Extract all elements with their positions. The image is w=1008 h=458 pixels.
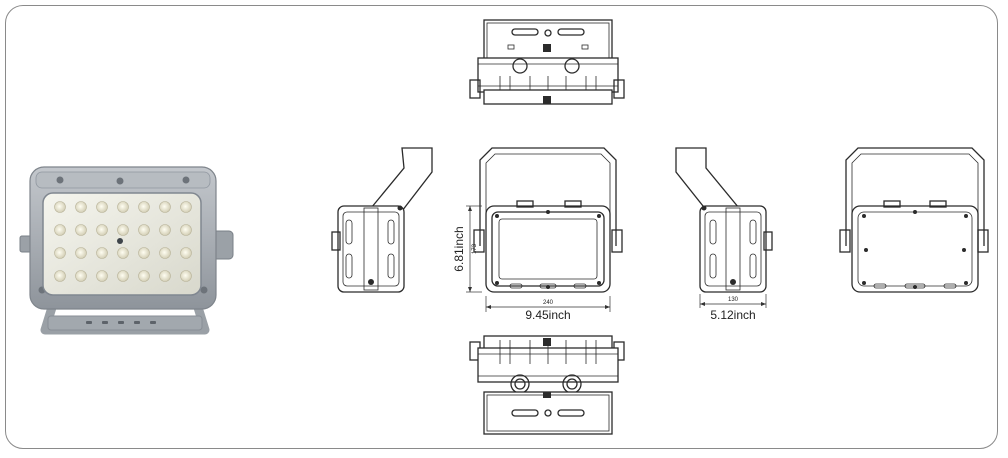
led-chip <box>180 201 192 213</box>
led-chip <box>180 224 192 236</box>
front-view-drawing <box>473 147 623 293</box>
led-chip <box>180 270 192 282</box>
depth-mm-label: 130 <box>728 297 739 303</box>
led-chip <box>54 247 66 259</box>
led-chip <box>138 201 150 213</box>
led-chip <box>75 247 87 259</box>
led-chip <box>138 247 150 259</box>
depth-inch-label: 5.12inch <box>710 308 755 322</box>
led-chip <box>54 224 66 236</box>
dimension-annotations: 240 9.45inch 130 5.12inch 6.81inch 173 <box>452 205 767 322</box>
led-chip <box>117 247 129 259</box>
led-chip <box>117 224 129 236</box>
led-chip <box>117 270 129 282</box>
led-chip <box>180 247 192 259</box>
led-chip <box>54 201 66 213</box>
photo-glass-lens <box>42 192 202 296</box>
back-view-drawing <box>839 147 989 293</box>
led-chip <box>138 224 150 236</box>
right-side-view-drawing <box>675 147 773 293</box>
photo-led-array <box>54 201 192 282</box>
led-chip <box>75 201 87 213</box>
height-mm-label: 173 <box>472 243 478 254</box>
led-chip <box>96 201 108 213</box>
photo-bracket-base <box>47 315 203 331</box>
led-chip <box>96 270 108 282</box>
led-chip <box>117 201 129 213</box>
led-chip <box>159 247 171 259</box>
width-inch-label: 9.45inch <box>525 308 570 322</box>
photo-center-screw <box>117 238 123 244</box>
led-chip <box>159 201 171 213</box>
width-mm-label: 240 <box>543 300 554 306</box>
product-photo <box>19 166 234 335</box>
bottom-view-drawing <box>469 335 625 435</box>
led-chip <box>159 270 171 282</box>
top-view-drawing <box>469 19 625 105</box>
led-chip <box>96 247 108 259</box>
led-chip <box>159 224 171 236</box>
led-chip <box>54 270 66 282</box>
led-chip <box>75 224 87 236</box>
height-inch-label: 6.81inch <box>452 226 466 271</box>
left-side-view-drawing <box>331 147 433 293</box>
led-chip <box>96 224 108 236</box>
led-chip <box>138 270 150 282</box>
led-chip <box>75 270 87 282</box>
